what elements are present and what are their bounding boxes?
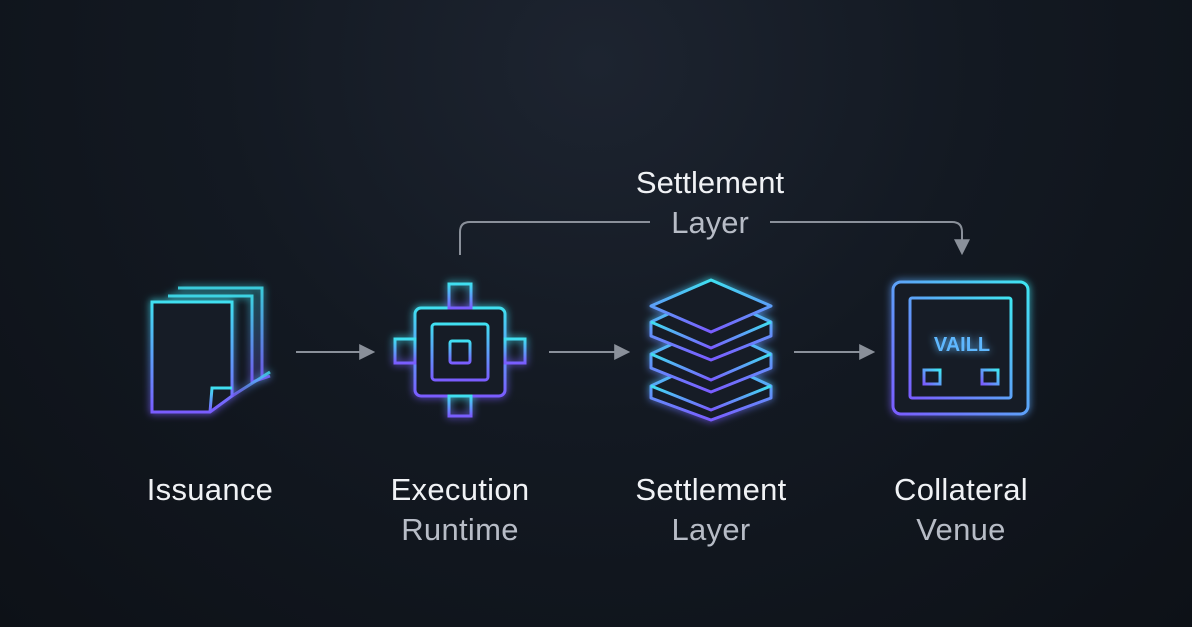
node-label-collateral-line2: Venue [916, 512, 1006, 547]
top-connector [459, 221, 970, 256]
node-label-issuance-line1: Issuance [146, 472, 274, 507]
top-connector-right-segment [770, 221, 970, 256]
node-label-issuance: Issuance [110, 470, 310, 510]
top-connector-label: Settlement Layer [560, 163, 860, 243]
node-label-collateral: Collateral Venue [856, 470, 1066, 550]
chip-icon [393, 282, 527, 418]
node-label-settlement: Settlement Layer [606, 470, 816, 550]
layers-icon [649, 278, 773, 422]
node-label-execution: Execution Runtime [360, 470, 560, 550]
top-connector-left-segment [459, 221, 650, 255]
vault-icon [891, 280, 1030, 416]
top-connector-label-line1: Settlement [635, 165, 785, 200]
vault-icon-text: VAILL [934, 334, 990, 356]
node-label-execution-line1: Execution [390, 472, 530, 507]
node-label-settlement-line2: Layer [671, 512, 751, 547]
top-connector-label-line2: Layer [671, 205, 749, 240]
documents-icon [150, 286, 271, 414]
node-label-execution-line2: Runtime [401, 512, 519, 547]
node-label-collateral-line1: Collateral [894, 472, 1028, 507]
node-label-settlement-line1: Settlement [635, 472, 787, 507]
